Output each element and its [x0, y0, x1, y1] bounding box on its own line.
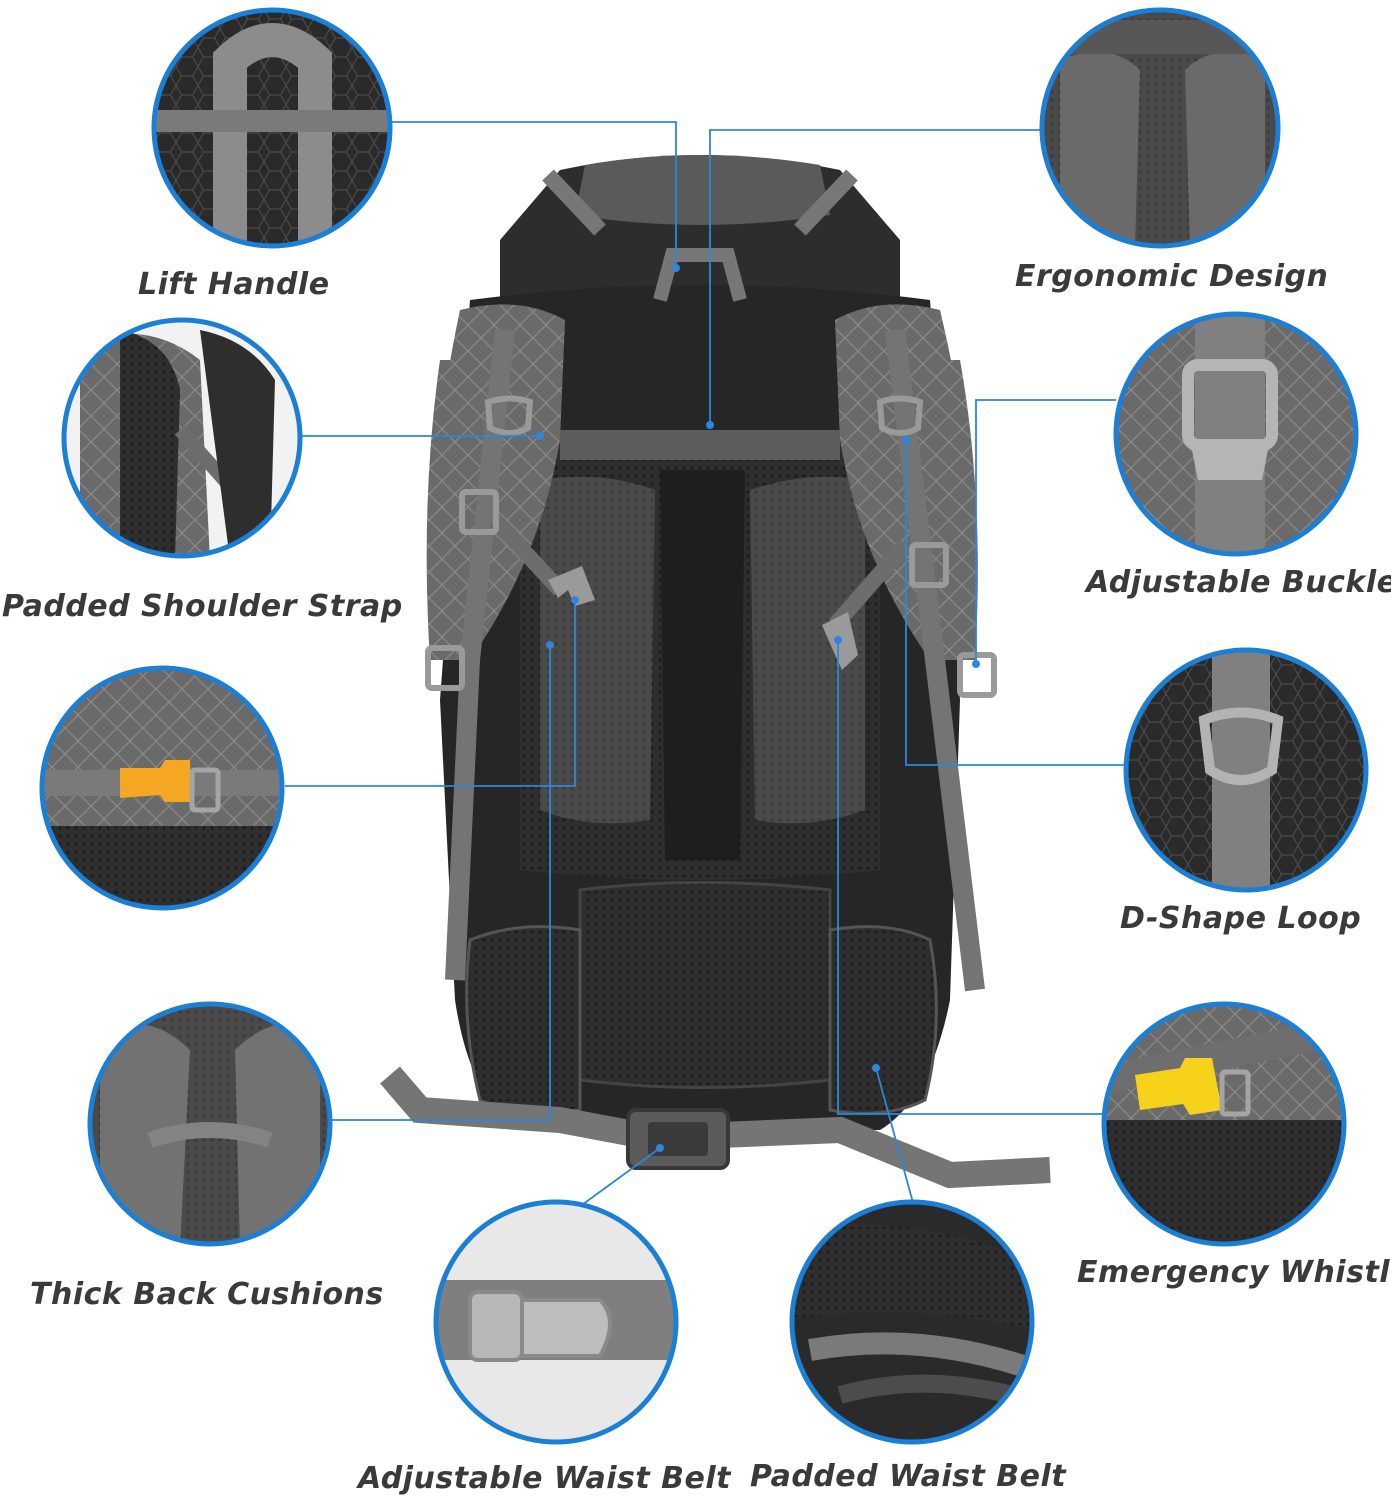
waist-belt-webbing-right — [719, 1116, 1051, 1189]
d-ring-right — [876, 395, 924, 436]
detail-circle-ergonomic-design — [1039, 7, 1281, 249]
back-cushion-right — [750, 476, 865, 824]
label-padded-waist-belt: Padded Waist Belt — [750, 1459, 1067, 1494]
label-adjustable-buckle: Adjustable Buckle — [1086, 565, 1391, 600]
leader-dot-thick-back-cushions — [546, 641, 554, 649]
label-lift-handle: Lift Handle — [138, 267, 330, 302]
label-ergonomic-design: Ergonomic Design — [1015, 259, 1329, 294]
d-ring-left — [484, 395, 534, 436]
lift-handle-strap — [653, 248, 747, 302]
back-cushion-left — [540, 476, 655, 824]
leader-emergency-whistle — [837, 640, 1105, 1115]
detail-circle-padded-waist-belt — [789, 1199, 1035, 1445]
label-thick-back-cushions: Thick Back Cushions — [30, 1277, 384, 1312]
strap-buckle-right-lower — [957, 652, 997, 698]
detail-circle-adjustable-waist-belt — [433, 1199, 679, 1445]
leader-adjustable-waist-belt — [574, 1147, 661, 1211]
detail-circle-adjustable-buckle — [1113, 311, 1359, 557]
leader-dot-adjustable-waist-belt — [656, 1144, 664, 1152]
backpack — [380, 155, 1051, 1189]
leader-thick-back-cushions — [330, 645, 551, 1121]
strap-buckle-left-lower — [425, 645, 465, 691]
detail-circle-padded-shoulder-strap — [61, 317, 303, 559]
whistle-clip-left — [548, 566, 595, 606]
leader-dot-d-shape-loop — [902, 436, 910, 444]
detail-circle-d-shape-loop — [1123, 647, 1369, 893]
hip-belt-left — [465, 925, 582, 1115]
hip-belt-right — [828, 925, 938, 1115]
leader-ergonomic-design — [709, 129, 1040, 425]
leader-emergency-whistle-left — [285, 600, 576, 787]
leader-dot-padded-shoulder-strap — [536, 432, 544, 440]
leader-lift-handle — [390, 121, 677, 268]
label-emergency-whistle: Emergency Whistle — [1077, 1255, 1391, 1290]
lid-compression-strap-left — [542, 169, 606, 236]
backpack-top-panel — [575, 155, 830, 225]
leader-dot-whistle-left — [571, 596, 579, 604]
sternum-strap-left — [489, 514, 566, 596]
label-padded-shoulder-strap: Padded Shoulder Strap — [2, 589, 403, 624]
leader-dot-lift-handle — [672, 264, 680, 272]
shoulder-strap-webbing-left — [445, 328, 515, 981]
leader-d-shape-loop — [905, 440, 1128, 766]
label-d-shape-loop: D-Shape Loop — [1120, 901, 1362, 936]
sternum-strap-right — [828, 539, 912, 631]
leader-dot-ergonomic-design — [706, 421, 714, 429]
leader-adjustable-buckle — [975, 399, 1116, 664]
leader-dot-adjustable-buckle — [972, 660, 980, 668]
label-adjustable-waist-belt: Adjustable Waist Belt — [358, 1461, 731, 1496]
detail-circle-whistle-orange — [39, 665, 285, 911]
leader-dot-emergency-whistle — [834, 636, 842, 644]
sternum-strap-bar — [560, 430, 840, 460]
strap-buckle-right-upper — [909, 542, 949, 588]
leader-padded-waist-belt — [875, 1067, 916, 1211]
waist-belt-webbing-left — [380, 1066, 643, 1148]
lumbar-pad — [578, 881, 832, 1089]
detail-circle-lift-handle — [151, 7, 393, 249]
air-channel — [660, 470, 745, 860]
leader-dot-padded-waist-belt — [872, 1064, 880, 1072]
lid-compression-strap-right — [794, 169, 858, 236]
detail-circle-emergency-whistle — [1101, 1001, 1347, 1247]
leader-lines — [285, 121, 1128, 1211]
detail-circle-thick-back-cushions — [87, 1001, 333, 1247]
strap-buckle-left-upper — [459, 489, 499, 535]
